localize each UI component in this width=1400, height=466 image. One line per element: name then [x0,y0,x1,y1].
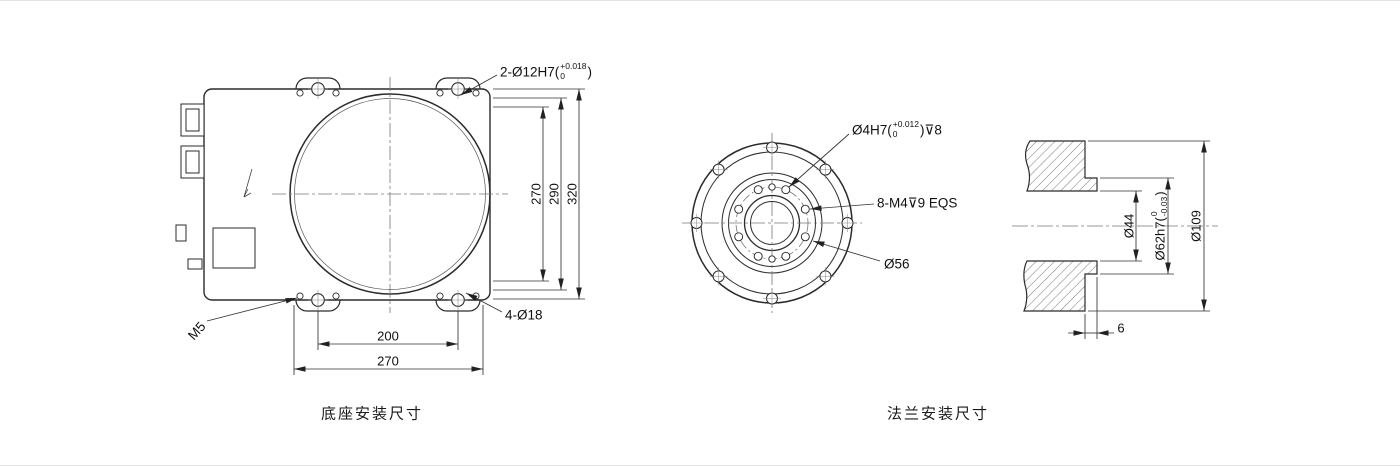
dim-d44: Ø44 [1121,213,1137,239]
boss-text: Ø62h7( [1152,217,1168,261]
leader-bolt-holes [465,292,503,313]
base-view-drawing [175,74,585,375]
section-upper-material [1024,140,1098,192]
outer-hole-ticks [687,138,857,308]
flange-centerlines [682,133,862,313]
dim-d62-label: Ø62h7( 0 -0.03 ) [1149,191,1169,261]
flange-dowel-label: Ø4H7( +0.012 0 )⊽8 [852,118,942,139]
dim-boss-length: 6 [1117,320,1125,336]
dim-320-vertical: 320 [564,183,580,205]
leader-dowel-hole [788,133,850,188]
pin-holes-tolerance: +0.018 0 [559,60,587,81]
dim-290-vertical: 290 [546,183,562,205]
base-bolt-holes-label: 4-Ø18 [505,307,543,323]
side-connectors [175,103,256,270]
boss-tolerance: 0 -0.03 [1149,196,1169,217]
dowel-tolerance: +0.012 0 [892,118,920,139]
orientation-marker [243,168,253,198]
tolerance-upper: +0.018 [560,60,587,71]
dowel-text: Ø4H7( [852,122,892,138]
leader-m4-holes [809,203,875,211]
dowel-suffix: )⊽8 [920,122,942,138]
flange-view-caption: 法兰安装尺寸 [886,405,990,423]
tolerance-upper: +0.012 [892,118,920,129]
flange-dowel-holes [768,183,776,263]
tolerance-lower: 0 [560,70,566,81]
leader-thread-m5 [206,297,298,322]
pin-holes-text: 2-Ø12H7( [500,64,560,80]
tab-pin-holes [296,89,480,300]
base-view-caption: 底座安装尺寸 [320,405,424,423]
flange-leaders [788,133,881,262]
base-centerlines [272,77,508,313]
flange-circles [691,142,853,304]
leader-pin-holes [460,74,498,96]
leader-d56 [812,240,881,262]
tolerance-lower: -0.03 [1158,196,1169,217]
section-view-drawing [1012,140,1218,339]
dim-d109: Ø109 [1188,210,1204,242]
base-pin-holes-label: 2-Ø12H7( +0.018 0 ) [500,60,593,81]
flange-pitch-circle-label: Ø56 [884,256,910,272]
dim-200-horizontal: 200 [377,328,399,344]
dim-270-vertical: 270 [528,183,544,205]
flange-m4-holes [734,185,810,261]
section-dimensions [1068,140,1210,339]
dim-270-horizontal: 270 [377,353,399,369]
base-dimensions [206,74,585,375]
flange-bolt-label: 8-M4⊽9 EQS [877,195,958,211]
tolerance-lower: 0 [892,128,898,139]
pin-holes-suffix: ) [587,64,593,80]
tab-hole-ticks [308,79,468,310]
section-lower-material [1023,260,1098,312]
flange-view-drawing [682,133,881,313]
